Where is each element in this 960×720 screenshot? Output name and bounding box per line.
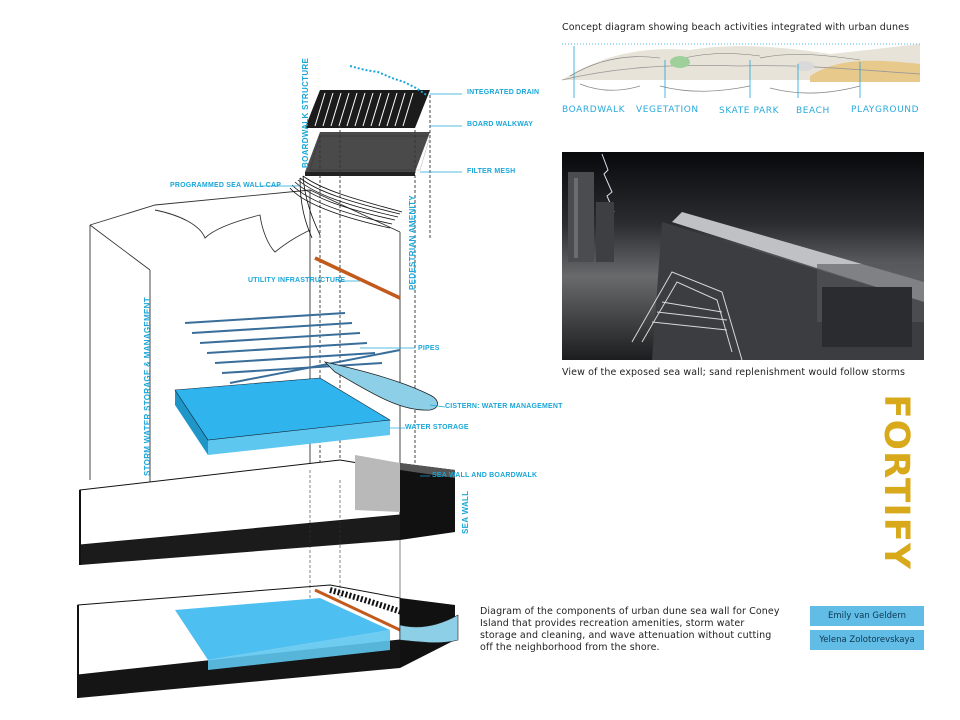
project-title: FORTIFY [876,394,916,570]
label-integrated-drain: INTEGRATED DRAIN [467,89,540,96]
sea-wall-cap-lines [289,175,403,239]
label-utility-infrastructure: UTILITY INFRASTRUCTURE [248,277,346,284]
author-badge-2: Yelena Zolotorevskaya [810,630,924,650]
pipes-layer [184,312,401,384]
diagram-caption: Diagram of the components of urban dune … [480,606,780,653]
author-badge-1: Emily van Geldern [810,606,924,626]
label-pipes: PIPES [418,345,440,352]
cistern-shape [323,361,438,411]
label-pedestrian-amenity: PEDESTRIAN AMENITY [408,195,417,290]
label-storm-water-storage: STORM WATER STORAGE & MANAGEMENT [143,297,152,476]
label-sea-wall: SEA WALL [461,490,470,534]
concept-label-skate-park: SKATE PARK [719,106,780,116]
label-water-storage: WATER STORAGE [405,424,469,431]
concept-diagram-illustration [561,43,921,98]
label-programmed-sea-wall-cap: PROGRAMMED SEA WALL CAP [170,182,282,189]
assembled-sea-wall [77,470,459,698]
photo-caption: View of the exposed sea wall; sand reple… [562,367,906,378]
concept-caption: Concept diagram showing beach activities… [562,22,910,33]
integrated-drain-layer [305,65,430,128]
sea-wall-photo [562,152,924,360]
water-storage-tray [174,377,391,455]
leader-lines [260,93,462,477]
photo-illustration [562,152,924,360]
utility-infrastructure-bar [314,256,401,300]
label-board-walkway: BOARD WALKWAY [467,121,534,128]
concept-label-playground: PLAYGROUND [851,105,920,115]
concept-label-beach: BEACH [796,106,830,116]
sea-wall-mid-slab [79,455,455,565]
label-sea-wall-and-boardwalk: SEA WALL AND BOARDWALK [432,472,538,479]
concept-label-vegetation: VEGETATION [636,105,699,115]
label-filter-mesh: FILTER MESH [467,168,516,175]
label-boardwalk-structure: BOARDWALK STRUCTURE [301,57,310,168]
label-cistern: CISTERN: WATER MANAGEMENT [445,403,563,410]
board-walkway-layer [305,132,430,176]
concept-label-boardwalk: BOARDWALK [562,105,626,115]
